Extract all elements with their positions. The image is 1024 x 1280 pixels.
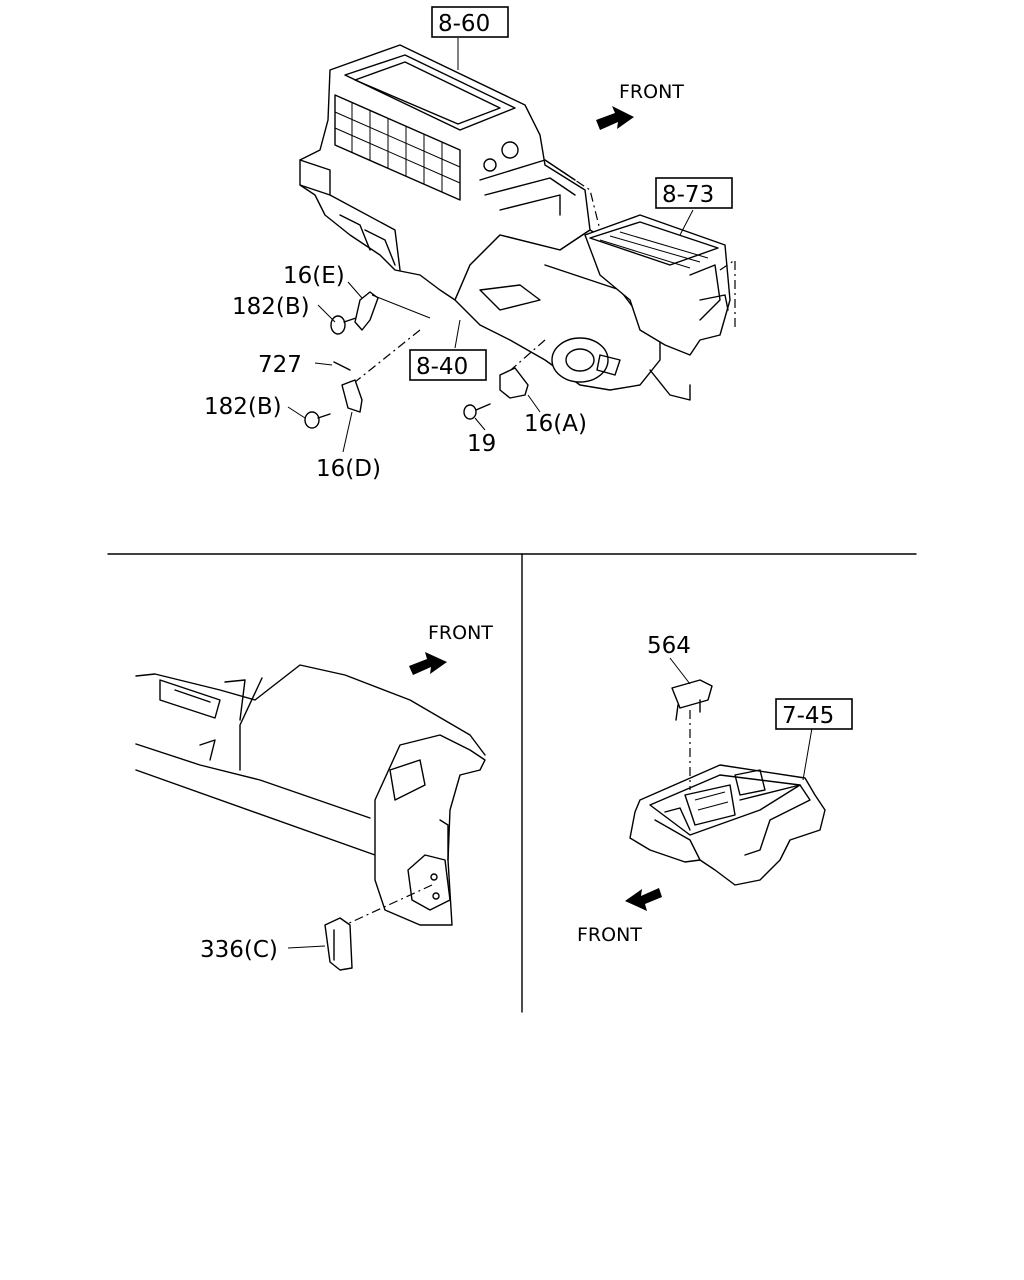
front-label: FRONT bbox=[619, 81, 684, 103]
ref-box-8-60 bbox=[431, 6, 509, 38]
leader-lines-top bbox=[287, 38, 694, 453]
ref-box-7-45 bbox=[775, 698, 853, 730]
part-label-336c: 336(C) bbox=[200, 937, 278, 963]
ref-box-8-73 bbox=[655, 177, 733, 209]
clip-336c-shape bbox=[324, 917, 353, 971]
part-label-16e: 16(E) bbox=[283, 263, 345, 289]
bolt-19-shape bbox=[463, 403, 491, 420]
part-label-16a: 16(A) bbox=[524, 411, 587, 437]
part-label-182b-top: 182(B) bbox=[232, 294, 310, 320]
front-arrow-icon bbox=[409, 652, 447, 675]
front-arrow-icon bbox=[625, 888, 662, 911]
part-label-19: 19 bbox=[467, 431, 496, 457]
console-illustration bbox=[629, 710, 826, 886]
leader-564 bbox=[669, 657, 691, 685]
front-label: FRONT bbox=[577, 924, 642, 946]
front-label: FRONT bbox=[428, 622, 493, 644]
leader-7-45 bbox=[802, 727, 813, 781]
part-label-16d: 16(D) bbox=[316, 456, 381, 482]
ref-box-8-40 bbox=[409, 349, 487, 381]
ref-label-8-73: 8-73 bbox=[662, 182, 714, 208]
part-label-564: 564 bbox=[647, 633, 691, 659]
ref-label-7-45: 7-45 bbox=[782, 703, 834, 729]
clip-727-shape bbox=[333, 361, 351, 371]
bolt-182b-top-shape bbox=[330, 315, 357, 335]
ref-label-8-40: 8-40 bbox=[416, 354, 468, 380]
bracket-16e-shape bbox=[354, 291, 431, 331]
front-arrow-icon bbox=[596, 106, 634, 130]
dashboard-panel-illustration bbox=[135, 664, 486, 926]
part-label-182b-bottom: 182(B) bbox=[204, 394, 282, 420]
clip-564-shape bbox=[671, 679, 713, 721]
bracket-16d-shape bbox=[341, 379, 363, 413]
part-label-727: 727 bbox=[258, 352, 302, 378]
hvac-assembly-illustration bbox=[299, 44, 736, 401]
bolt-182b-bottom-shape bbox=[304, 411, 331, 429]
bracket-16a-shape bbox=[499, 367, 529, 399]
leader-336c bbox=[287, 945, 326, 949]
ref-label-8-60: 8-60 bbox=[438, 11, 490, 37]
